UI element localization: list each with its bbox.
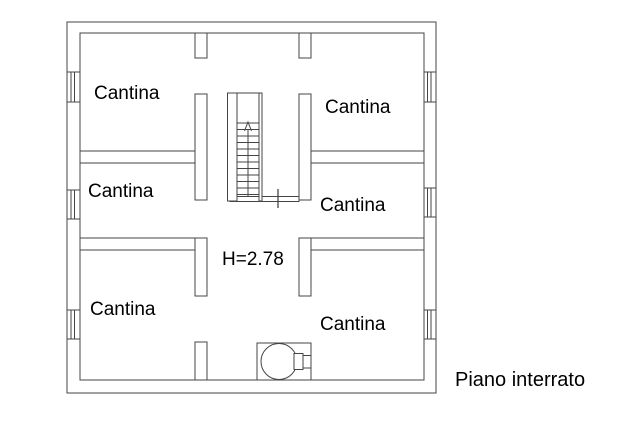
window xyxy=(67,71,80,103)
wall-segment xyxy=(298,237,312,297)
wall-segment xyxy=(194,93,208,201)
window xyxy=(67,189,80,220)
room-label-top-right: Cantina xyxy=(325,97,391,118)
staircase xyxy=(227,92,300,208)
wall-segment xyxy=(310,237,425,251)
window xyxy=(424,71,436,103)
stair-up-arrow-icon xyxy=(244,120,252,132)
wall-segment xyxy=(79,237,196,251)
windows-left xyxy=(67,71,80,340)
wall-segment xyxy=(298,32,312,59)
wall-segment xyxy=(79,150,196,164)
wall-segment xyxy=(194,341,208,381)
wall-segment xyxy=(194,237,208,297)
ceiling-height-note: H=2.78 xyxy=(222,249,284,270)
room-label-top-left: Cantina xyxy=(94,83,160,104)
window xyxy=(424,309,436,340)
windows-right xyxy=(424,71,436,340)
boiler-connection-lines xyxy=(303,355,311,369)
floor-title: Piano interrato xyxy=(455,369,585,391)
stair-hall-bottom-wall xyxy=(229,196,300,202)
window xyxy=(67,309,80,340)
boiler-enclosure xyxy=(256,342,312,381)
wall-segment xyxy=(310,150,425,164)
room-label-middle-left: Cantina xyxy=(88,181,154,202)
labels: Cantina Cantina Cantina Cantina Cantina … xyxy=(88,83,585,391)
stair-shaft-left-wall xyxy=(227,92,238,202)
outer-wall xyxy=(66,21,437,394)
stair-shaft-right-wall xyxy=(258,92,263,202)
wall-segment xyxy=(298,93,312,201)
boiler-tab-outline xyxy=(294,353,304,370)
wall-segment xyxy=(194,32,208,59)
room-label-middle-right: Cantina xyxy=(320,195,386,216)
window xyxy=(424,187,436,218)
room-label-bottom-left: Cantina xyxy=(90,299,156,320)
room-label-bottom-right: Cantina xyxy=(320,314,386,335)
boiler-tab xyxy=(293,353,304,370)
interior-walls xyxy=(79,32,425,381)
outer-wall-inner-line xyxy=(79,32,425,381)
